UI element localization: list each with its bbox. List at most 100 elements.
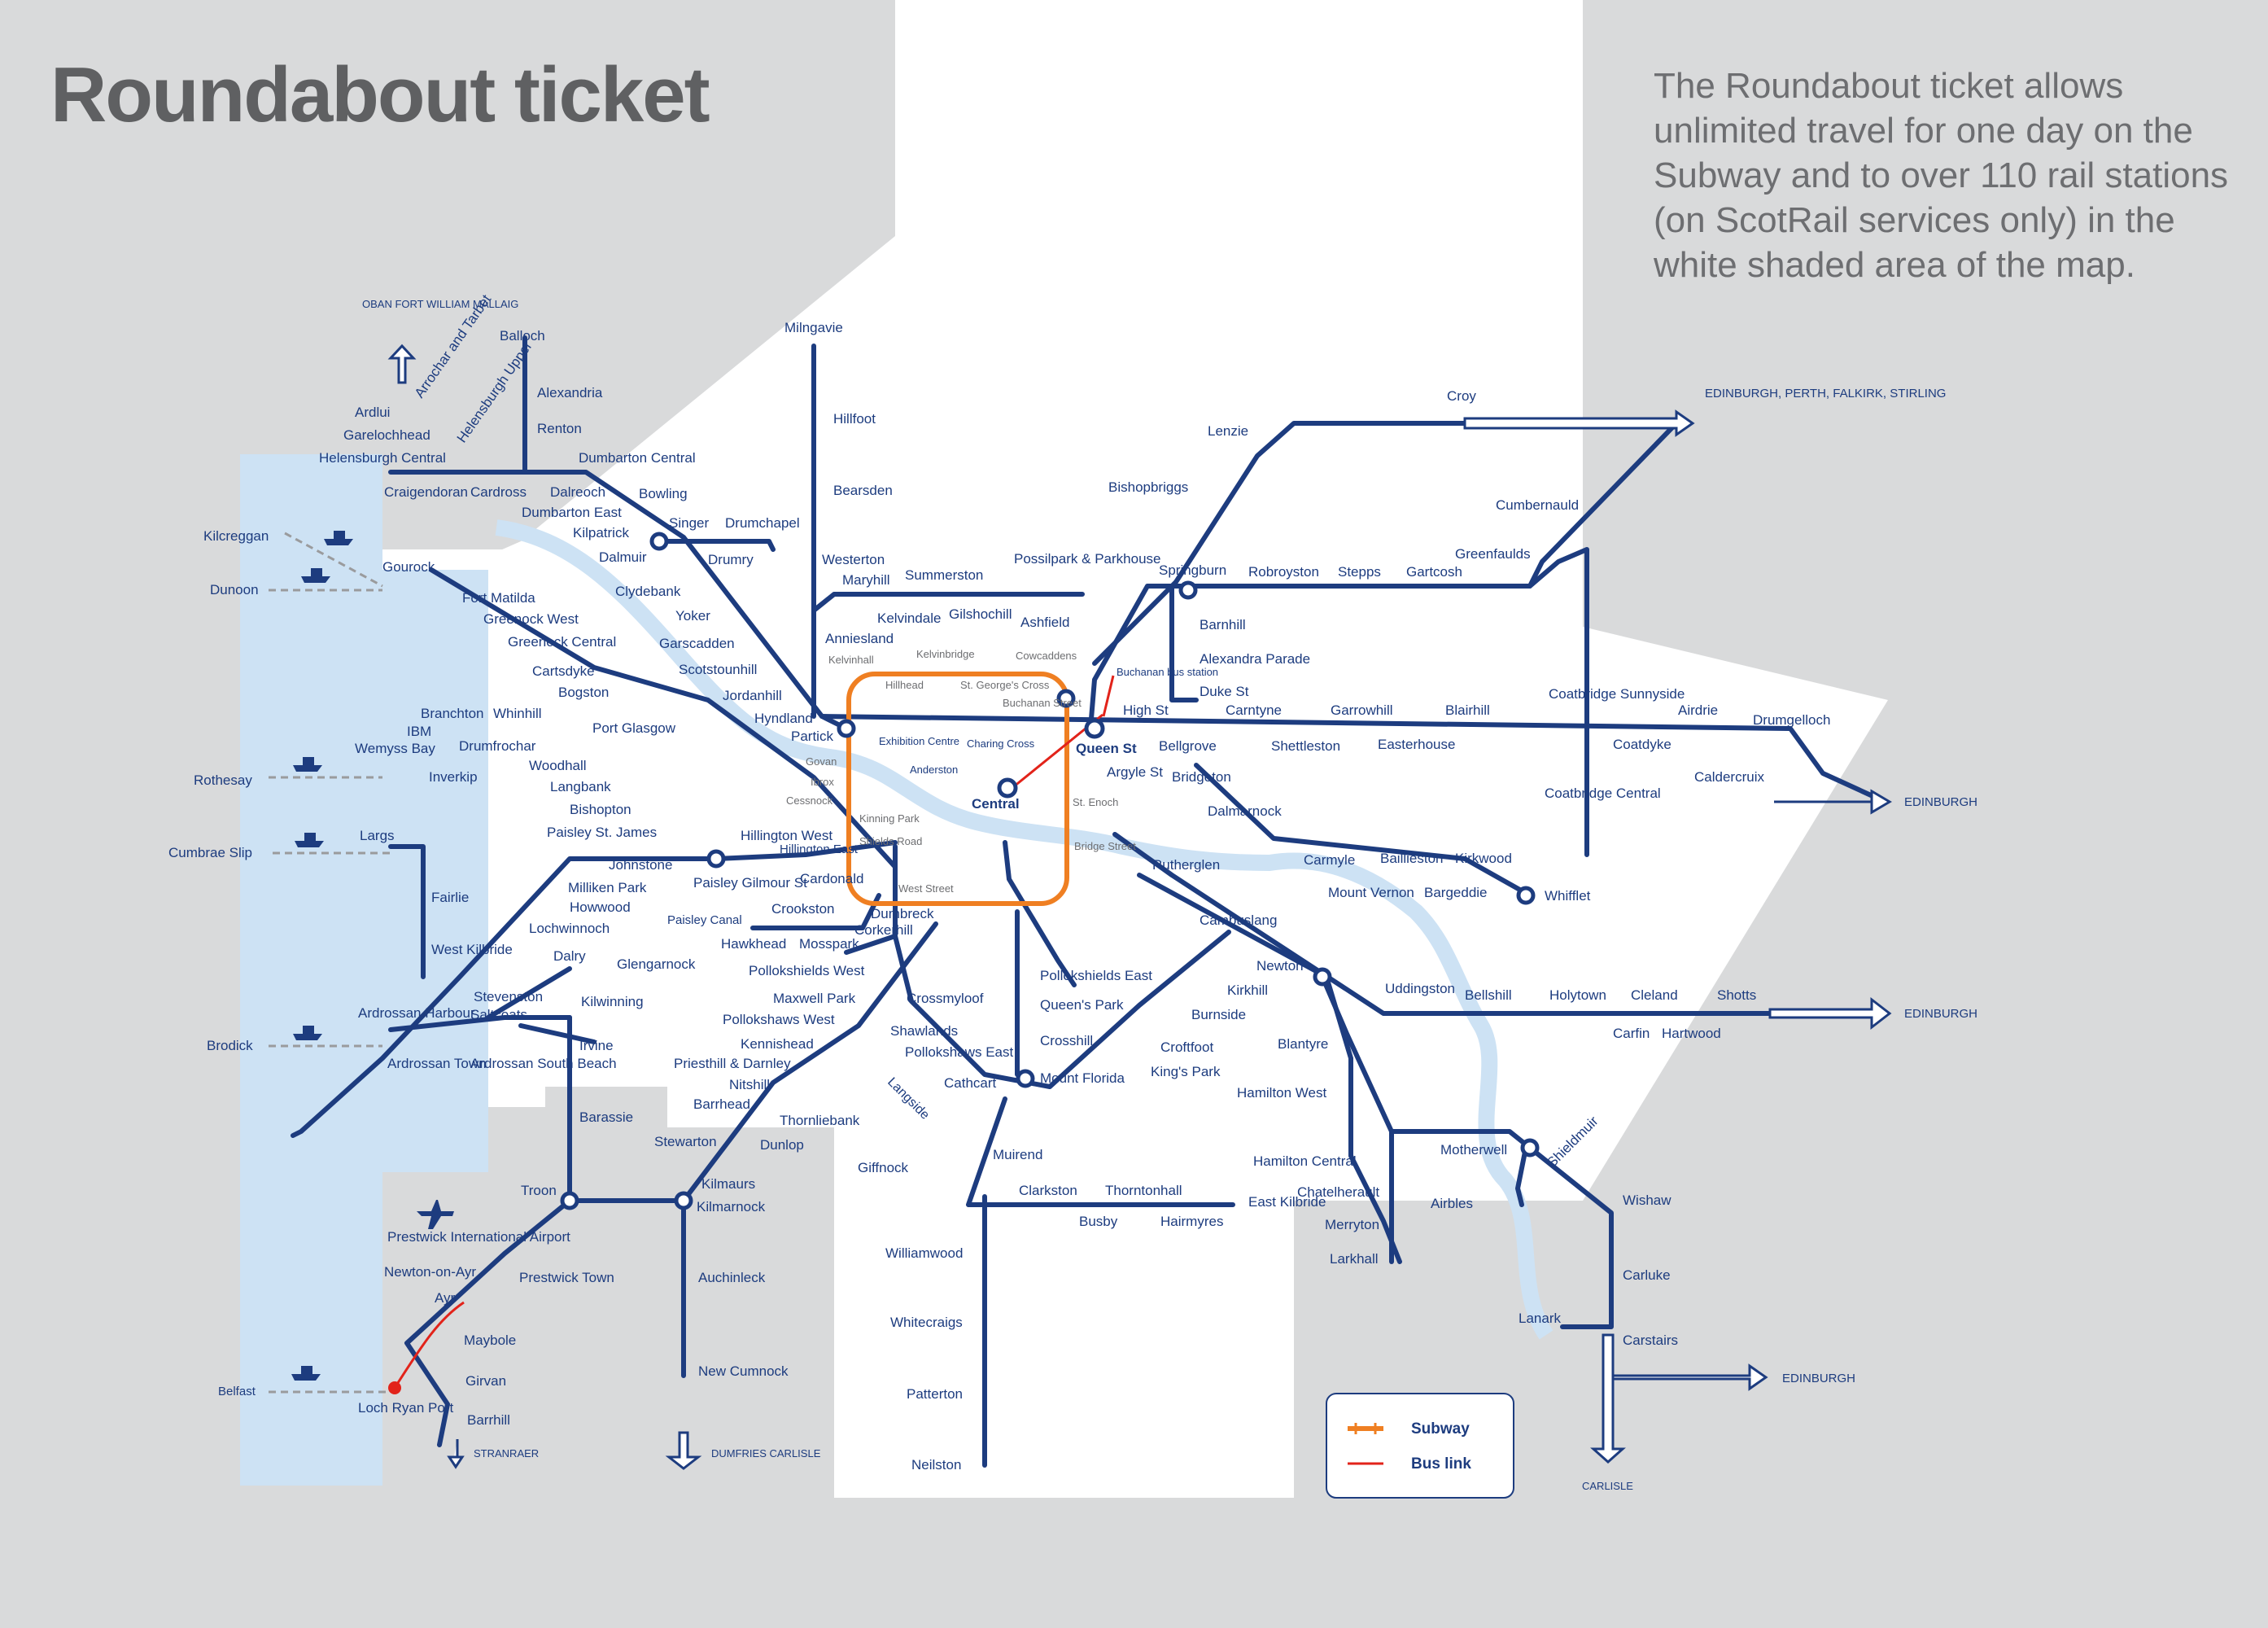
station-label: Cumbernauld: [1496, 497, 1579, 513]
station-label: Duke St: [1200, 684, 1249, 699]
station-label: Greenock Central: [508, 634, 616, 650]
station-label: West Kilbride: [431, 942, 513, 957]
station-label: Westerton: [822, 552, 885, 567]
station-label: Nitshill: [729, 1077, 770, 1092]
station-label: Kilpatrick: [573, 525, 629, 540]
station-label: Cartsdyke: [532, 663, 595, 679]
station-label: Howwood: [570, 899, 631, 915]
station-label: Kirkwood: [1455, 851, 1512, 866]
station-label: Dumbarton Central: [579, 450, 696, 466]
station-label: King's Park: [1151, 1064, 1221, 1079]
station-label: Cardonald: [800, 871, 863, 886]
subway-station-label: Buchanan Street: [1003, 697, 1082, 709]
station-label: Ardrossan Harbour: [358, 1005, 475, 1021]
destination-label: STRANRAER: [474, 1447, 539, 1460]
ferry-port-label: Dunoon: [210, 582, 259, 597]
station-label: Bellshill: [1465, 987, 1512, 1003]
station-label: Summerston: [905, 567, 983, 583]
station-label: Lochwinnoch: [529, 921, 610, 936]
legend: Subway Bus link: [1326, 1393, 1514, 1499]
station-label: New Cumnock: [698, 1363, 789, 1379]
station-label: Carstairs: [1623, 1333, 1678, 1348]
station-label: Thorntonhall: [1105, 1183, 1182, 1198]
station-label: Dalmarnock: [1208, 803, 1282, 819]
station-label: Ardlui: [355, 405, 390, 420]
station-label: Central: [972, 796, 1020, 812]
subway-station-label: Shields Road: [859, 835, 922, 847]
station-label: Hawkhead: [721, 936, 786, 952]
station-label: Irvine: [579, 1038, 614, 1053]
station-label: Kilmaurs: [701, 1176, 755, 1192]
station-label: Saltcoats: [470, 1007, 527, 1022]
roundabout-zone: [391, 0, 1888, 1498]
station-label: Woodhall: [529, 758, 587, 773]
station-label: Mount Florida: [1040, 1070, 1125, 1086]
station-label: Maryhill: [842, 572, 890, 588]
station-label: Larkhall: [1330, 1251, 1379, 1267]
station-label: Milliken Park: [568, 880, 647, 895]
station-label: Exhibition Centre: [879, 735, 959, 747]
river-clyde: [495, 519, 1554, 1340]
station-label: Inverkip: [429, 769, 478, 785]
station-label: Craigendoran: [384, 484, 468, 500]
subway-station-label: St. George's Cross: [960, 679, 1050, 691]
station-label: Bishopton: [570, 802, 631, 817]
subway-station-label: Cessnock: [786, 794, 833, 807]
station-label: Carluke: [1623, 1267, 1671, 1283]
station-label: Wishaw: [1623, 1193, 1672, 1208]
station-label: Bogston: [558, 685, 609, 700]
station-label: Baillieston: [1380, 851, 1444, 866]
subway-station-label: Kinning Park: [859, 812, 920, 825]
station-label: Chatelherault: [1297, 1184, 1379, 1200]
station-label: Pollokshaws East: [905, 1044, 1014, 1060]
station-label: Burnside: [1191, 1007, 1246, 1022]
station-label: Queen's Park: [1040, 997, 1124, 1013]
station-label: Helensburgh Central: [319, 450, 446, 466]
station-label: Garrowhill: [1331, 702, 1393, 718]
station-label: Hillington East: [780, 842, 859, 856]
station-label: Uddingston: [1385, 981, 1455, 996]
ferry-port-label: Kilcreggan: [203, 528, 269, 544]
destination-label: CARLISLE: [1582, 1480, 1633, 1492]
station-label: Partick: [791, 729, 833, 744]
subway-station-label: St. Enoch: [1073, 796, 1118, 808]
destination-label: EDINBURGH: [1904, 1007, 1977, 1021]
station-label: Garelochhead: [343, 427, 430, 443]
station-label: Hillfoot: [833, 411, 876, 427]
subway-station-label: Govan: [806, 755, 837, 768]
station-label: Queen St: [1076, 741, 1137, 756]
station-label: Prestwick International Airport: [387, 1229, 570, 1245]
station-label: Fairlie: [431, 890, 469, 905]
station-label: Dumbreck: [871, 906, 934, 921]
station-label: Dalreoch: [550, 484, 605, 500]
station-label: Hamilton Central: [1253, 1153, 1357, 1169]
station-label: Kelvindale: [877, 610, 941, 626]
station-label: Pollokshields East: [1040, 968, 1152, 983]
destination-label: OBAN FORT WILLIAM MALLAIG: [362, 298, 518, 310]
station-label: Stepps: [1338, 564, 1381, 580]
station-label: Pollokshields West: [749, 963, 865, 978]
ferry-port-label: Cumbrae Slip: [168, 845, 252, 860]
station-label: Carfin: [1613, 1026, 1650, 1041]
ferry-icon: [293, 1026, 322, 1040]
station-label: Lanark: [1519, 1311, 1561, 1326]
station-label: Scotstounhill: [679, 662, 757, 677]
station-label: Cambuslang: [1200, 912, 1277, 928]
station-label: Stevenston: [474, 989, 543, 1004]
station-label: Crookston: [771, 901, 834, 917]
station-label: Newton: [1256, 958, 1304, 974]
station-label: Paisley St. James: [547, 825, 657, 840]
station-label: Fort Matilda: [462, 590, 535, 606]
station-label: Busby: [1079, 1214, 1118, 1229]
station-label: Singer: [669, 515, 709, 531]
station-label: Mount Vernon: [1328, 885, 1414, 900]
station-label: Coatdyke: [1613, 737, 1672, 752]
station-label: Johnstone: [609, 857, 672, 873]
station-label: Blairhill: [1445, 702, 1490, 718]
station-label: Ayr: [435, 1290, 456, 1306]
station-label: Gourock: [382, 559, 435, 575]
station-label: Holytown: [1549, 987, 1606, 1003]
station-label: Dunlop: [760, 1137, 804, 1153]
station-label: Airdrie: [1678, 702, 1718, 718]
station-label: Cathcart: [944, 1075, 997, 1091]
